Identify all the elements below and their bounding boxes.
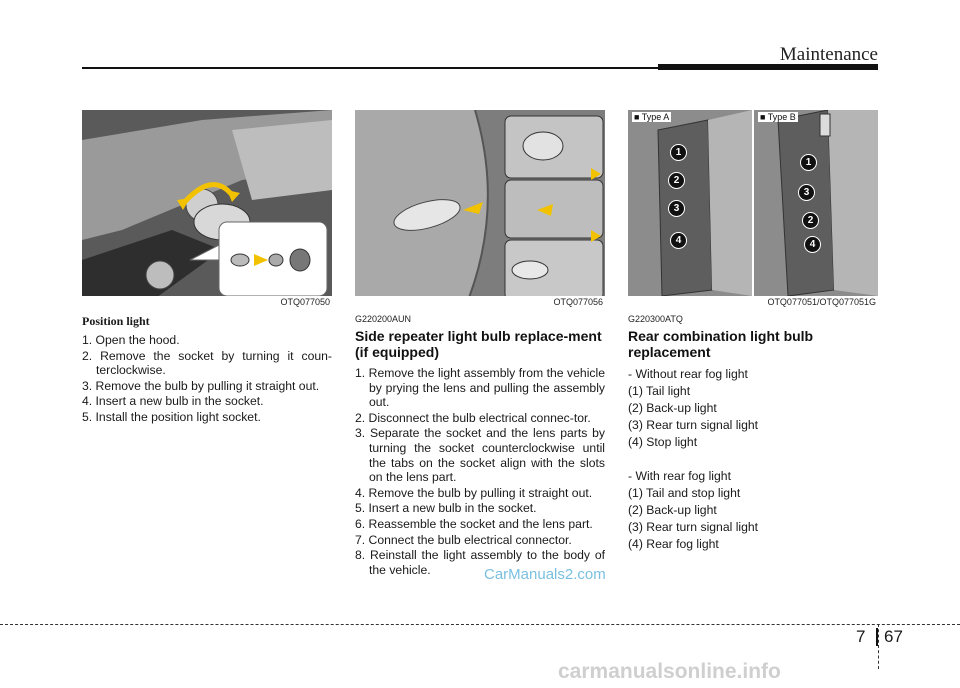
side-repeater-illustration [355, 110, 605, 308]
step: 3. Separate the socket and the lens part… [355, 426, 605, 485]
steps-list: 1. Open the hood. 2. Remove the socket b… [82, 333, 332, 425]
list-item: (4) Stop light [628, 435, 698, 449]
list-item: (3) Rear turn signal light [628, 520, 759, 534]
type-a-label: ■ Type A [632, 112, 672, 122]
column-side-repeater: OTQ077056 G220200AUN Side repeater light… [355, 110, 605, 578]
marker-b-4: 4 [804, 236, 821, 253]
steps-list: 1. Remove the light assembly from the ve… [355, 366, 605, 577]
footer-divider [878, 624, 879, 669]
engine-bay-illustration [82, 110, 332, 308]
watermark-overlay: CarManuals2.com [484, 566, 606, 583]
step: 4. Remove the bulb by pulling it straigh… [355, 485, 593, 500]
column-rear-combination: ■ Type A ■ Type B 1 2 3 4 1 3 2 4 OTQ077… [628, 110, 878, 553]
chapter-number: 7 [856, 627, 866, 646]
step: 4. Insert a new bulb in the socket. [82, 394, 264, 409]
header-rule [82, 67, 878, 69]
step: 1. Open the hood. [82, 333, 180, 347]
type-b-label: ■ Type B [758, 112, 798, 122]
rear-lamp-illustration [628, 110, 878, 308]
reference-code: G220300ATQ [628, 314, 683, 324]
list-item: (4) Rear fog light [628, 537, 719, 551]
figure-position-light: OTQ077050 [82, 110, 332, 308]
figure-code: OTQ077056 [553, 297, 603, 307]
figure-rear-combination: ■ Type A ■ Type B 1 2 3 4 1 3 2 4 OTQ077… [628, 110, 878, 308]
step: 5. Install the position light socket. [82, 409, 261, 424]
step: 5. Insert a new bulb in the socket. [355, 501, 537, 516]
group-title: - Without rear fog light [628, 367, 748, 381]
step: 6. Reassemble the socket and the lens pa… [355, 516, 593, 531]
marker-a-3: 3 [668, 200, 685, 217]
step: 2. Remove the socket by turning it coun-… [82, 348, 332, 378]
marker-a-2: 2 [668, 172, 685, 189]
header-rule-accent [658, 64, 878, 70]
section-heading: Rear combination light bulb replacement [628, 328, 814, 360]
step: 1. Remove the light assembly from the ve… [355, 366, 605, 410]
list-item: (2) Back-up light [628, 401, 717, 415]
figure-code: OTQ077050 [280, 297, 330, 307]
list-item: (1) Tail and stop light [628, 486, 741, 500]
list-item: (1) Tail light [628, 384, 691, 398]
subheading: Position light [82, 314, 150, 328]
figure-side-repeater: OTQ077056 [355, 110, 605, 308]
marker-b-3: 3 [798, 184, 815, 201]
figure-code: OTQ077051/OTQ077051G [767, 297, 876, 307]
marker-b-1: 1 [800, 154, 817, 171]
section-title: Maintenance [779, 44, 878, 65]
step: 8. Reinstall the light assembly to the b… [355, 548, 605, 577]
page-number: 67 [884, 627, 903, 646]
marker-a-1: 1 [670, 144, 687, 161]
step: 2. Disconnect the bulb electrical connec… [355, 410, 591, 425]
column-position-light: OTQ077050 Position light 1. Open the hoo… [82, 110, 332, 426]
group-title: - With rear fog light [628, 469, 731, 483]
footer-rule [0, 624, 960, 625]
list-item: (2) Back-up light [628, 503, 717, 517]
step: 3. Remove the bulb by pulling it straigh… [82, 378, 320, 393]
section-heading: Side repeater light bulb replace-ment (i… [355, 328, 602, 360]
watermark-bottom: carmanualsonline.info [558, 660, 781, 683]
reference-code: G220200AUN [355, 314, 412, 324]
list-item: (3) Rear turn signal light [628, 418, 759, 432]
page-separator [876, 628, 878, 646]
marker-b-2: 2 [802, 212, 819, 229]
step: 7. Connect the bulb electrical connector… [355, 532, 572, 547]
marker-a-4: 4 [670, 232, 687, 249]
